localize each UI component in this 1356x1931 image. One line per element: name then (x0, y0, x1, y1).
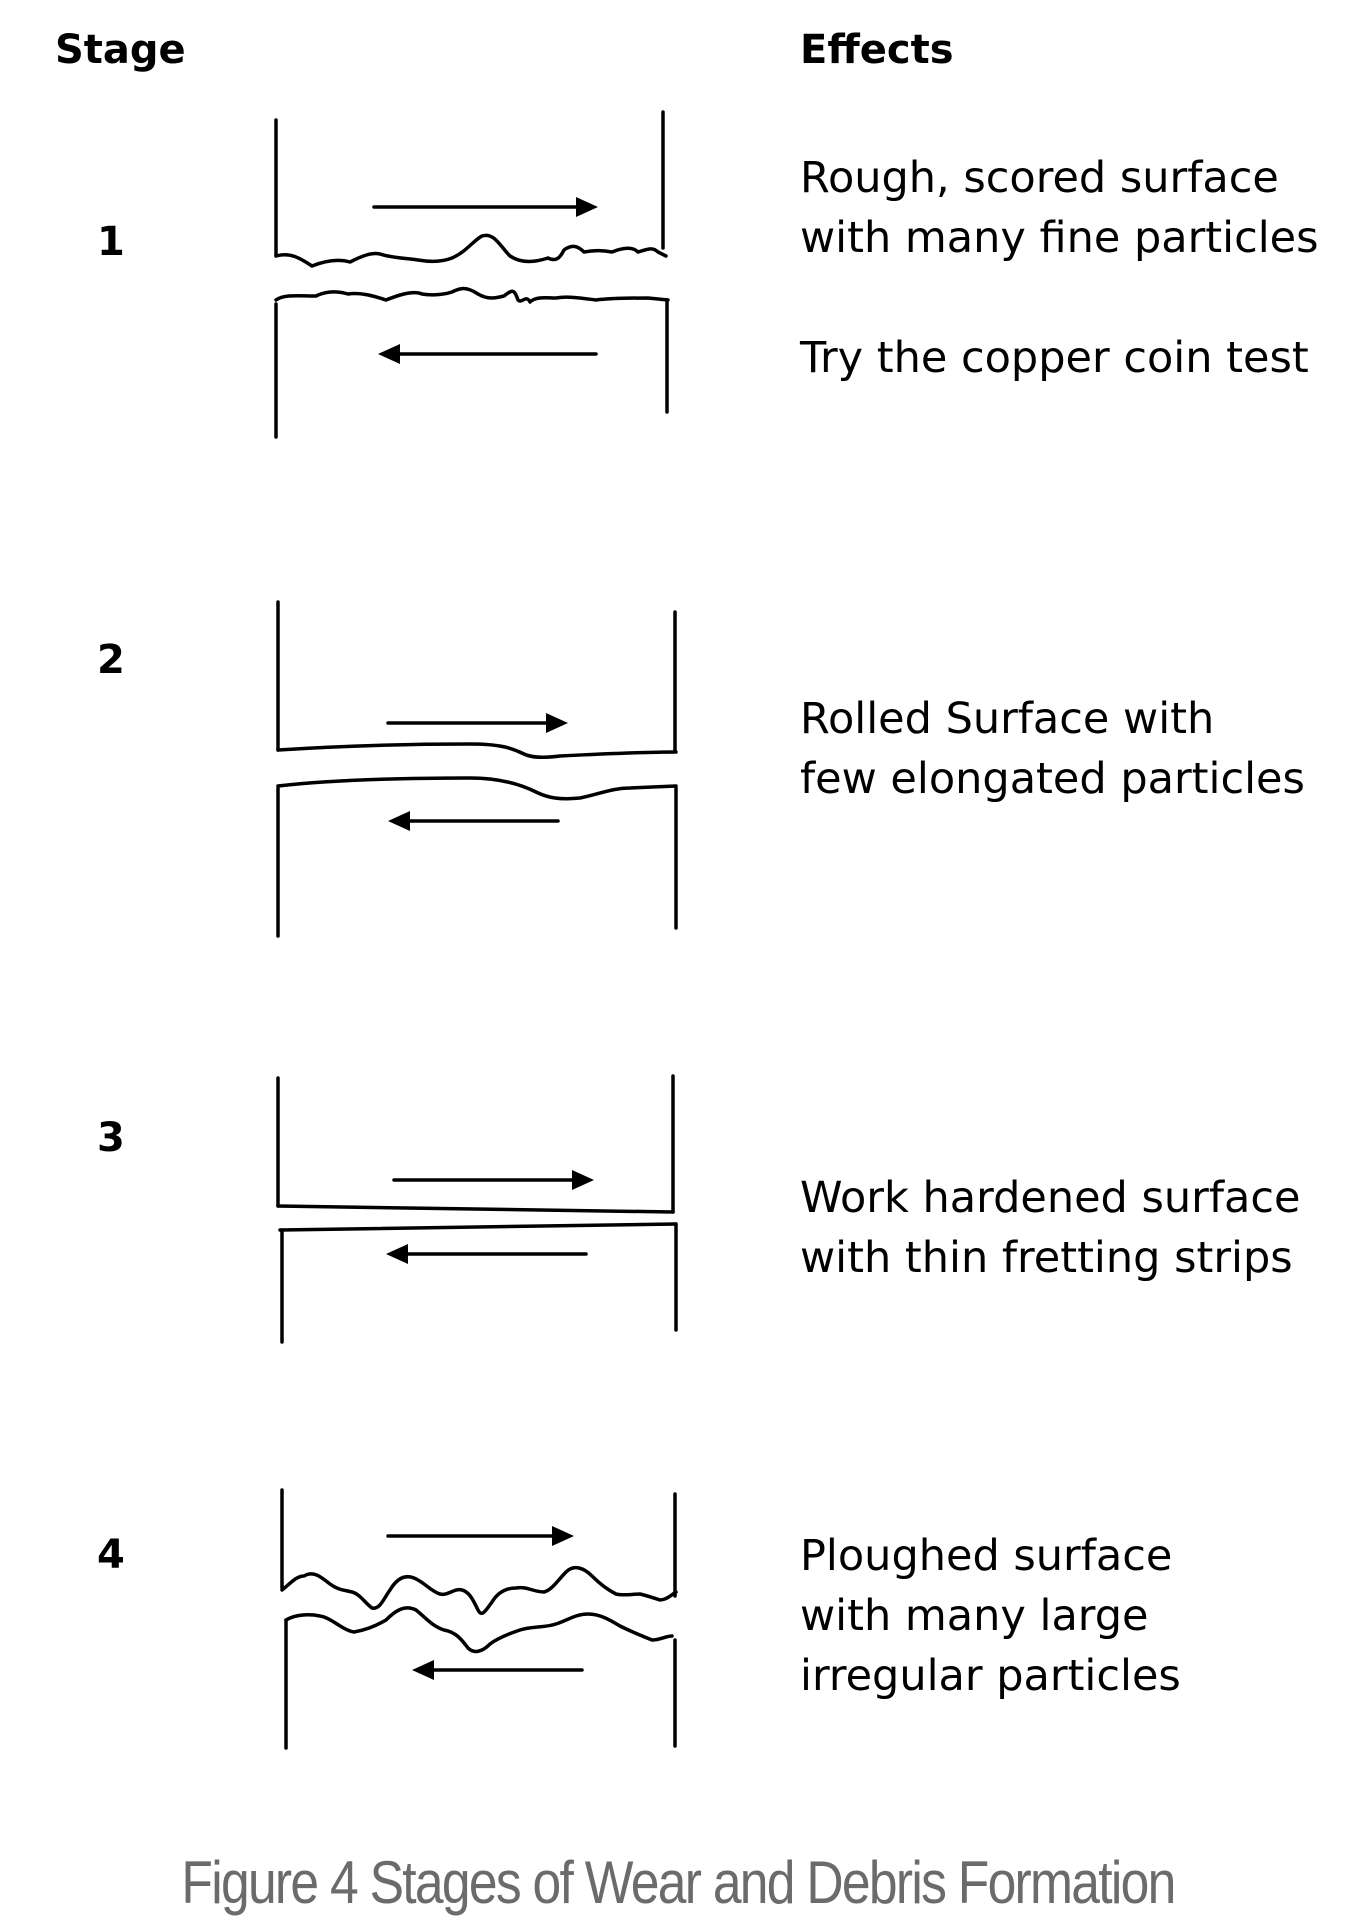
lower-hardened-surface (278, 1222, 678, 1232)
right-arrowhead-icon (576, 197, 598, 217)
upper-hardened-surface (276, 1204, 675, 1214)
upper-ploughed-surface (280, 1565, 678, 1615)
right-arrowhead-icon (546, 713, 568, 733)
stage-1-diagram (274, 110, 670, 439)
right-arrowhead-icon (552, 1526, 574, 1546)
upper-rolled-surface (276, 742, 678, 760)
lower-rough-surface (274, 286, 670, 304)
left-arrowhead-icon (412, 1660, 434, 1680)
stage-number-4: 4 (97, 1532, 125, 1578)
stage-2-diagram (276, 600, 678, 938)
left-arrowhead-icon (386, 1244, 408, 1264)
effect-line: with many large (800, 1591, 1149, 1641)
effects-column-header: Effects (800, 27, 954, 73)
stage-number-3: 3 (97, 1115, 125, 1161)
stage-1-extra-note: Try the copper coin test (800, 328, 1309, 388)
effect-line: Work hardened surface (800, 1173, 1301, 1223)
copper-coin-test-note: Try the copper coin test (800, 333, 1309, 383)
stage-1-effect: Rough, scored surface with many fine par… (800, 148, 1319, 268)
lower-rolled-surface (276, 776, 678, 801)
left-arrowhead-icon (378, 344, 400, 364)
stage-column-header: Stage (55, 27, 186, 73)
effect-line: irregular particles (800, 1651, 1181, 1701)
lower-ploughed-surface (284, 1606, 674, 1654)
effect-line: with many fine particles (800, 213, 1319, 263)
figure-caption: Figure 4 Stages of Wear and Debris Forma… (181, 1849, 1176, 1916)
stage-4-effect: Ploughed surface with many large irregul… (800, 1526, 1181, 1706)
right-arrowhead-icon (572, 1170, 594, 1190)
stage-number-2: 2 (97, 637, 125, 683)
effect-line: Rolled Surface with (800, 694, 1215, 744)
effect-line: Rough, scored surface (800, 153, 1279, 203)
effect-line: with thin fretting strips (800, 1233, 1293, 1283)
left-arrowhead-icon (388, 811, 410, 831)
stage-number-1: 1 (97, 219, 125, 265)
stage-3-effect: Work hardened surface with thin fretting… (800, 1168, 1300, 1288)
effect-line: Ploughed surface (800, 1531, 1173, 1581)
stage-3-diagram (276, 1074, 678, 1344)
stage-2-effect: Rolled Surface with few elongated partic… (800, 689, 1305, 809)
effect-line: few elongated particles (800, 754, 1305, 804)
stage-4-diagram (280, 1488, 678, 1750)
upper-rough-surface (274, 233, 668, 268)
